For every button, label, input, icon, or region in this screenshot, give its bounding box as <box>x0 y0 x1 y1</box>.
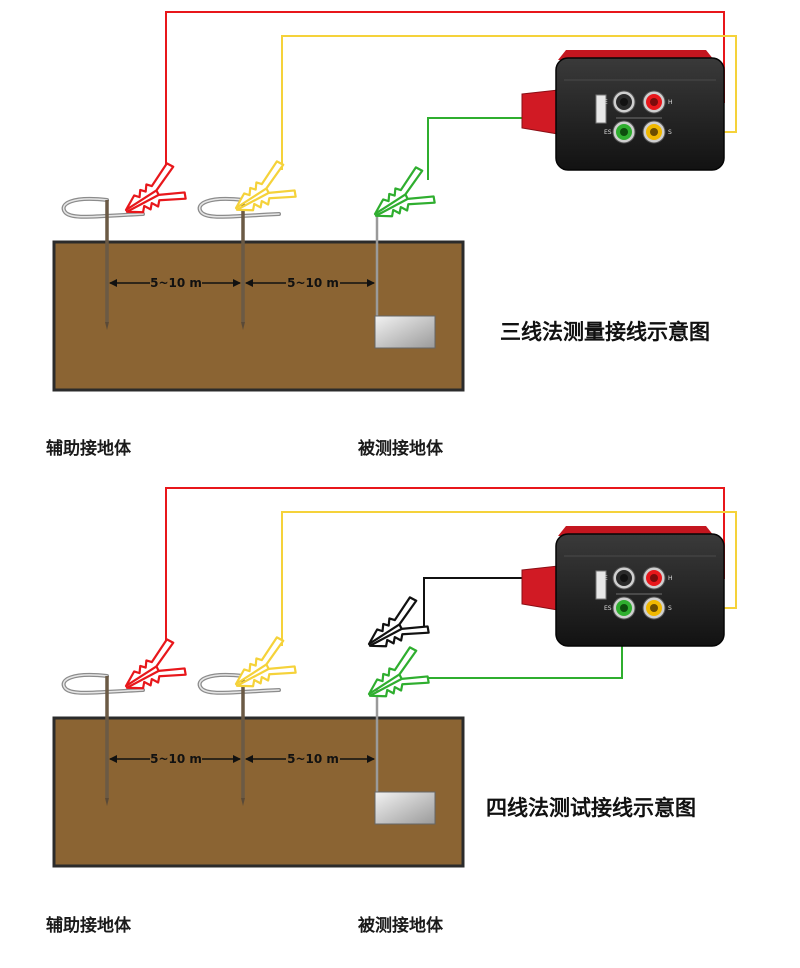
tested-electrode-plate <box>374 791 436 825</box>
distance-label: 5~10 m <box>287 276 339 290</box>
terminal-label: ES <box>604 605 612 612</box>
terminal-label: E <box>604 575 608 582</box>
usb-port <box>595 570 607 600</box>
auxiliary-ground-label: 辅助接地体 <box>46 439 131 459</box>
green-clip <box>373 166 436 218</box>
terminal-label: E <box>604 99 608 106</box>
distance-label: 5~10 m <box>150 752 202 766</box>
green-clip <box>367 646 430 698</box>
black-clip <box>367 596 430 648</box>
distance-label: 5~10 m <box>287 752 339 766</box>
tested-electrode-plate <box>374 315 436 349</box>
four-wire-title: 四线法测试接线示意图 <box>486 796 696 820</box>
auxiliary-stake-current <box>61 197 145 330</box>
tested-ground-label: 被测接地体 <box>358 916 443 936</box>
terminal-label: S <box>668 129 672 136</box>
distance-label: 5~10 m <box>150 276 202 290</box>
three-wire-title: 三线法测量接线示意图 <box>500 320 710 344</box>
auxiliary-ground-label: 辅助接地体 <box>46 916 131 936</box>
usb-port <box>595 94 607 124</box>
yellow-clip <box>234 160 297 212</box>
auxiliary-stake-current <box>61 673 145 806</box>
terminal-label: H <box>668 99 673 106</box>
earth-resistance-tester: E H ES S <box>521 526 725 647</box>
terminal-label: H <box>668 575 673 582</box>
terminal-label: ES <box>604 129 612 136</box>
auxiliary-stake-potential <box>197 197 281 330</box>
red-clip <box>124 162 187 214</box>
tested-ground-label: 被测接地体 <box>358 439 443 459</box>
red-clip <box>124 638 187 690</box>
auxiliary-stake-potential <box>197 673 281 806</box>
panel-2: 5~10 m 5~10 m <box>52 487 737 868</box>
earth-resistance-tester: E H ES S <box>521 50 725 171</box>
yellow-clip <box>234 636 297 688</box>
terminal-label: S <box>668 605 672 612</box>
panel-1: 5~10 m 5~10 m <box>52 11 737 392</box>
